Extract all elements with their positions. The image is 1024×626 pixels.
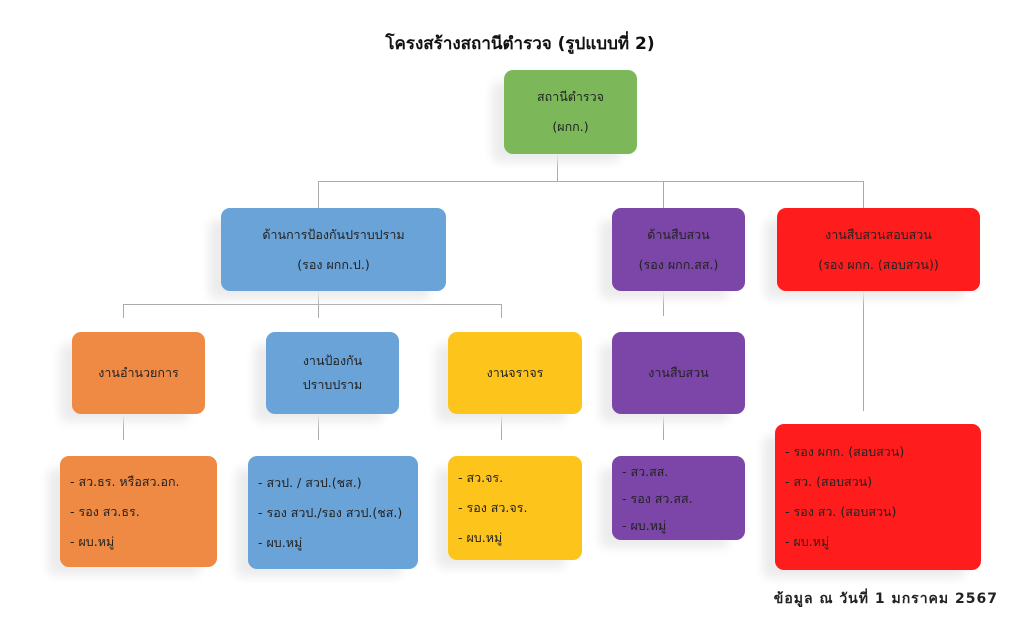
- node-label: งานสืบสวนสอบสวน: [825, 226, 932, 242]
- position-item: - ผบ.หมู่: [622, 517, 667, 533]
- node-inquiry: งานสืบสวนสอบสวน (รอง ผกก. (สอบสวน)): [777, 208, 980, 291]
- connector: [663, 181, 664, 208]
- position-item: - สว.ธร. หรือสว.อก.: [70, 473, 180, 489]
- node-sublabel: (รอง ผกก.สส.): [638, 256, 719, 272]
- node-label: ด้านสืบสวน: [647, 226, 710, 242]
- position-item: - รอง สวป./รอง สวป.(ชส.): [258, 504, 403, 520]
- position-item: - ผบ.หมู่: [70, 533, 115, 549]
- admin-positions: - สว.ธร. หรือสว.อก. - รอง สว.ธร. - ผบ.หม…: [60, 456, 217, 567]
- traffic-positions: - สว.จร. - รอง สว.จร. - ผบ.หมู่: [448, 456, 582, 560]
- data-date-note: ข้อมูล ณ วันที่ 1 มกราคม 2567: [773, 591, 998, 607]
- connector: [663, 414, 664, 440]
- node-prevention: ด้านการป้องกันปราบปราม (รอง ผกก.ป.): [221, 208, 446, 291]
- connector: [123, 304, 501, 305]
- node-investigation-work: งานสืบสวน: [612, 332, 745, 414]
- node-police-station: สถานีตำรวจ (ผกก.): [504, 70, 637, 154]
- node-sublabel: (ผกก.): [552, 119, 589, 134]
- node-sublabel: (รอง ผกก. (สอบสวน)): [818, 256, 939, 272]
- position-item: - รอง ผกก. (สอบสวน): [785, 444, 905, 459]
- node-label: งานจราจร: [486, 365, 544, 380]
- node-label: ปราบปราม: [302, 377, 363, 392]
- suppression-positions: - สวป. / สวป.(ชส.) - รอง สวป./รอง สวป.(ช…: [248, 456, 418, 569]
- connector: [557, 154, 558, 181]
- chart-title: โครงสร้างสถานีตำรวจ (รูปแบบที่ 2): [385, 34, 655, 54]
- node-sublabel: (รอง ผกก.ป.): [297, 256, 370, 272]
- connector: [318, 181, 319, 208]
- position-item: - สว.สส.: [622, 463, 669, 479]
- position-item: - สว.จร.: [458, 470, 504, 485]
- node-label: งานอำนวยการ: [98, 365, 179, 380]
- position-item: - รอง สว.จร.: [458, 500, 528, 515]
- connector: [318, 304, 319, 318]
- position-item: - สวป. / สวป.(ชส.): [258, 474, 362, 490]
- node-label: งานป้องกัน: [302, 353, 363, 368]
- position-item: - รอง สว.สส.: [622, 490, 693, 506]
- position-item: - สว. (สอบสวน): [785, 474, 873, 489]
- node-admin: งานอำนวยการ: [72, 332, 205, 414]
- connector: [318, 291, 319, 304]
- position-item: - ผบ.หมู่: [458, 530, 503, 545]
- connector: [123, 414, 124, 440]
- connector: [318, 414, 319, 440]
- node-label: ด้านการป้องกันปราบปราม: [262, 226, 405, 242]
- node-suppression: งานป้องกัน ปราบปราม: [266, 332, 399, 414]
- inquiry-positions: - รอง ผกก. (สอบสวน) - สว. (สอบสวน) - รอง…: [775, 424, 981, 570]
- position-item: - ผบ.หมู่: [785, 534, 830, 549]
- node-label: สถานีตำรวจ: [537, 89, 604, 104]
- connector: [863, 291, 864, 411]
- position-item: - ผบ.หมู่: [258, 534, 303, 550]
- node-label: งานสืบสวน: [648, 365, 709, 380]
- connector: [123, 304, 124, 318]
- node-traffic: งานจราจร: [448, 332, 582, 414]
- investigation-positions: - สว.สส. - รอง สว.สส. - ผบ.หมู่: [612, 456, 745, 540]
- connector: [863, 181, 864, 208]
- connector: [663, 291, 664, 316]
- connector: [501, 304, 502, 318]
- node-investigation: ด้านสืบสวน (รอง ผกก.สส.): [612, 208, 745, 291]
- position-item: - รอง สว. (สอบสวน): [785, 504, 897, 519]
- connector: [318, 181, 864, 182]
- position-item: - รอง สว.ธร.: [70, 503, 140, 519]
- connector: [501, 414, 502, 440]
